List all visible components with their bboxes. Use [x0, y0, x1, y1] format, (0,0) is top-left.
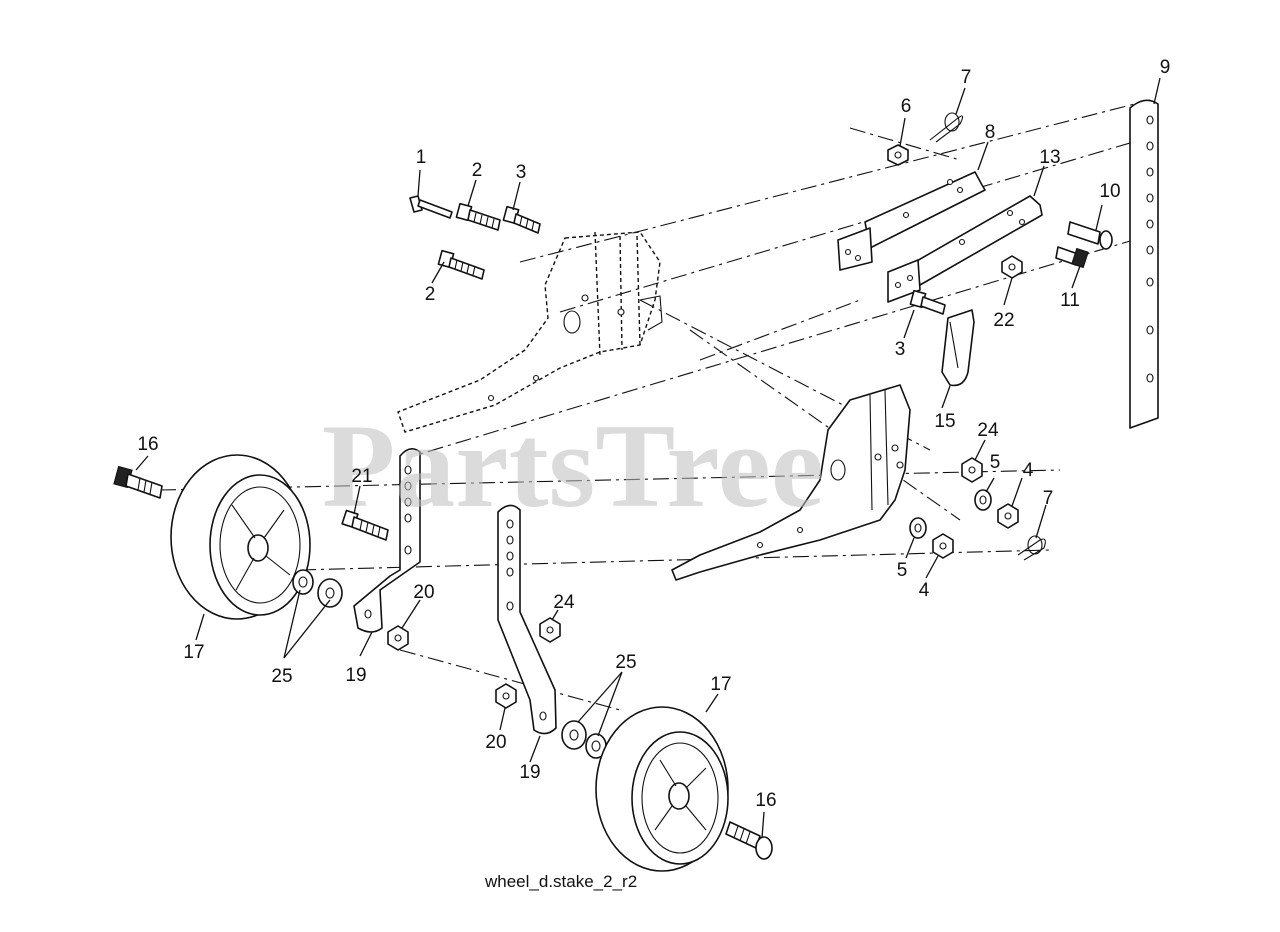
bolt-11	[1055, 246, 1089, 269]
callout-1: 1	[416, 147, 427, 168]
callout-3: 3	[516, 162, 527, 183]
nut-24-right	[961, 457, 983, 483]
callout-20: 20	[485, 732, 506, 753]
wheel-17-right	[595, 706, 729, 872]
callout-5: 5	[990, 452, 1001, 473]
callout-labels: 1 2 2 3 3 4 4 5 5 6 7 7 8 9 10 11 13 15 …	[137, 57, 1170, 811]
callout-19: 19	[519, 762, 540, 783]
bolt-2-upper	[455, 202, 501, 231]
nut-24-lower	[539, 617, 561, 643]
nut-4-right	[997, 503, 1019, 529]
bolt-16-left	[113, 465, 163, 499]
callout-2: 2	[425, 284, 436, 305]
callout-10: 10	[1099, 181, 1120, 202]
washers-25-right	[561, 720, 607, 759]
bolt-21	[341, 509, 389, 541]
callout-2: 2	[472, 160, 483, 181]
callout-9: 9	[1160, 57, 1171, 78]
nut-6	[887, 144, 909, 166]
callout-6: 6	[901, 96, 912, 117]
callout-15: 15	[934, 411, 955, 432]
washer-5-lower	[909, 517, 927, 539]
nut-22	[1001, 255, 1023, 279]
callout-7: 7	[961, 67, 972, 88]
pin-10	[1067, 221, 1113, 250]
callout-25: 25	[271, 666, 292, 687]
left-frame-arm	[397, 231, 663, 433]
callout-17: 17	[710, 674, 731, 695]
callout-3: 3	[895, 339, 906, 360]
callout-20: 20	[413, 582, 434, 603]
callout-4: 4	[1023, 460, 1034, 481]
callout-24: 24	[977, 420, 999, 441]
hairpin-7-upper	[929, 112, 964, 143]
callout-21: 21	[351, 466, 372, 487]
callout-25: 25	[615, 652, 636, 673]
callout-7: 7	[1043, 488, 1054, 509]
wheel-bracket-19-left	[353, 448, 421, 633]
bolt-3-right	[909, 289, 946, 315]
washer-5-right	[974, 489, 992, 511]
clip-15	[941, 309, 975, 387]
bolt-2-lower	[437, 249, 485, 280]
partstree-watermark: PartsTree	[322, 399, 824, 532]
leader-lines	[135, 77, 1161, 839]
nut-20-right	[495, 683, 517, 709]
depth-stake-9	[1129, 99, 1159, 429]
callout-13: 13	[1039, 147, 1060, 168]
hairpin-7-lower	[1017, 535, 1046, 561]
bolt-3-upper	[502, 205, 541, 234]
nut-20-left	[387, 625, 409, 651]
wheel-bracket-19-right	[497, 504, 557, 735]
callout-24: 24	[553, 592, 575, 613]
nut-4-lower	[932, 533, 954, 559]
callout-19: 19	[345, 665, 366, 686]
callout-16: 16	[755, 790, 776, 811]
callout-4: 4	[919, 580, 930, 601]
callout-5: 5	[897, 560, 908, 581]
diagram-caption: wheel_d.stake_2_r2	[484, 872, 637, 891]
bolt-1	[409, 195, 453, 219]
callout-22: 22	[993, 310, 1014, 331]
callout-16: 16	[137, 434, 158, 455]
callout-11: 11	[1060, 290, 1080, 311]
callout-8: 8	[985, 122, 996, 143]
bracket-13	[887, 195, 1043, 303]
wheel-17-left	[170, 454, 311, 620]
bracket-8	[837, 171, 986, 271]
washers-25-left	[292, 569, 343, 608]
right-frame-arm	[671, 384, 911, 581]
callout-17: 17	[183, 642, 204, 663]
bolt-16-right	[725, 821, 773, 860]
